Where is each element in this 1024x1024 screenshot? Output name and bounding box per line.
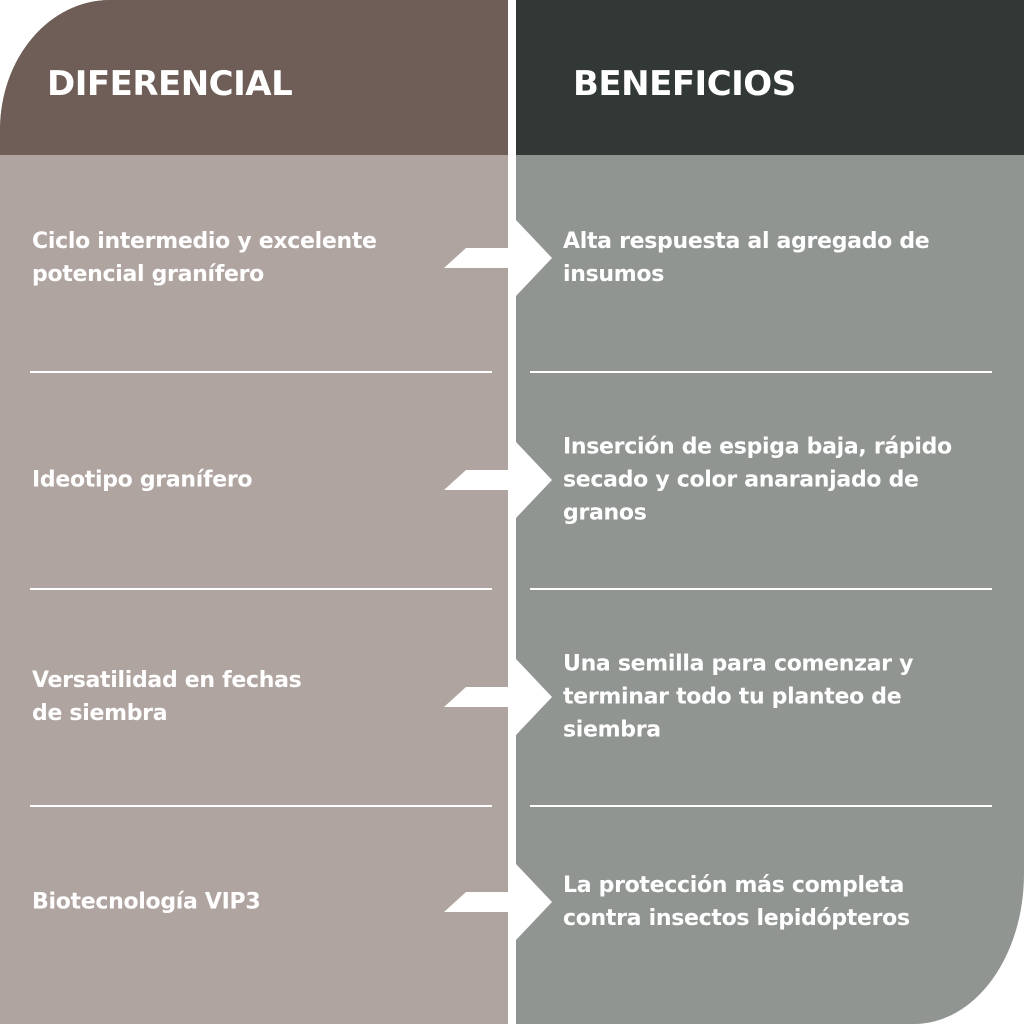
diferencial-item: Biotecnología VIP3 bbox=[32, 889, 261, 915]
diferencial-item: Ideotipo granífero bbox=[32, 467, 253, 493]
divider bbox=[30, 805, 492, 807]
beneficio-item: Alta respuesta al agregado de insumos bbox=[563, 229, 930, 287]
beneficio-item: La protección más completa contra insect… bbox=[563, 873, 910, 931]
beneficios-title: BENEFICIOS bbox=[573, 64, 796, 104]
divider bbox=[530, 805, 992, 807]
beneficio-item: Inserción de espiga baja, rápido secado … bbox=[563, 434, 952, 526]
beneficios-header: BENEFICIOS bbox=[516, 0, 1024, 155]
divider bbox=[30, 588, 492, 590]
diferencial-column: DIFERENCIAL Ciclo intermedio y excelente… bbox=[0, 0, 508, 1024]
divider bbox=[30, 371, 492, 373]
divider bbox=[530, 371, 992, 373]
beneficios-column: BENEFICIOS Alta respuesta al agregado de… bbox=[516, 0, 1024, 1024]
diferencial-header: DIFERENCIAL bbox=[0, 0, 508, 155]
divider bbox=[530, 588, 992, 590]
beneficio-item: Una semilla para comenzar y terminar tod… bbox=[563, 651, 914, 743]
diferencial-item: Versatilidad en fechas de siembra bbox=[32, 668, 302, 726]
diferencial-title: DIFERENCIAL bbox=[47, 64, 293, 104]
diferencial-item: Ciclo intermedio y excelente potencial g… bbox=[32, 229, 377, 287]
